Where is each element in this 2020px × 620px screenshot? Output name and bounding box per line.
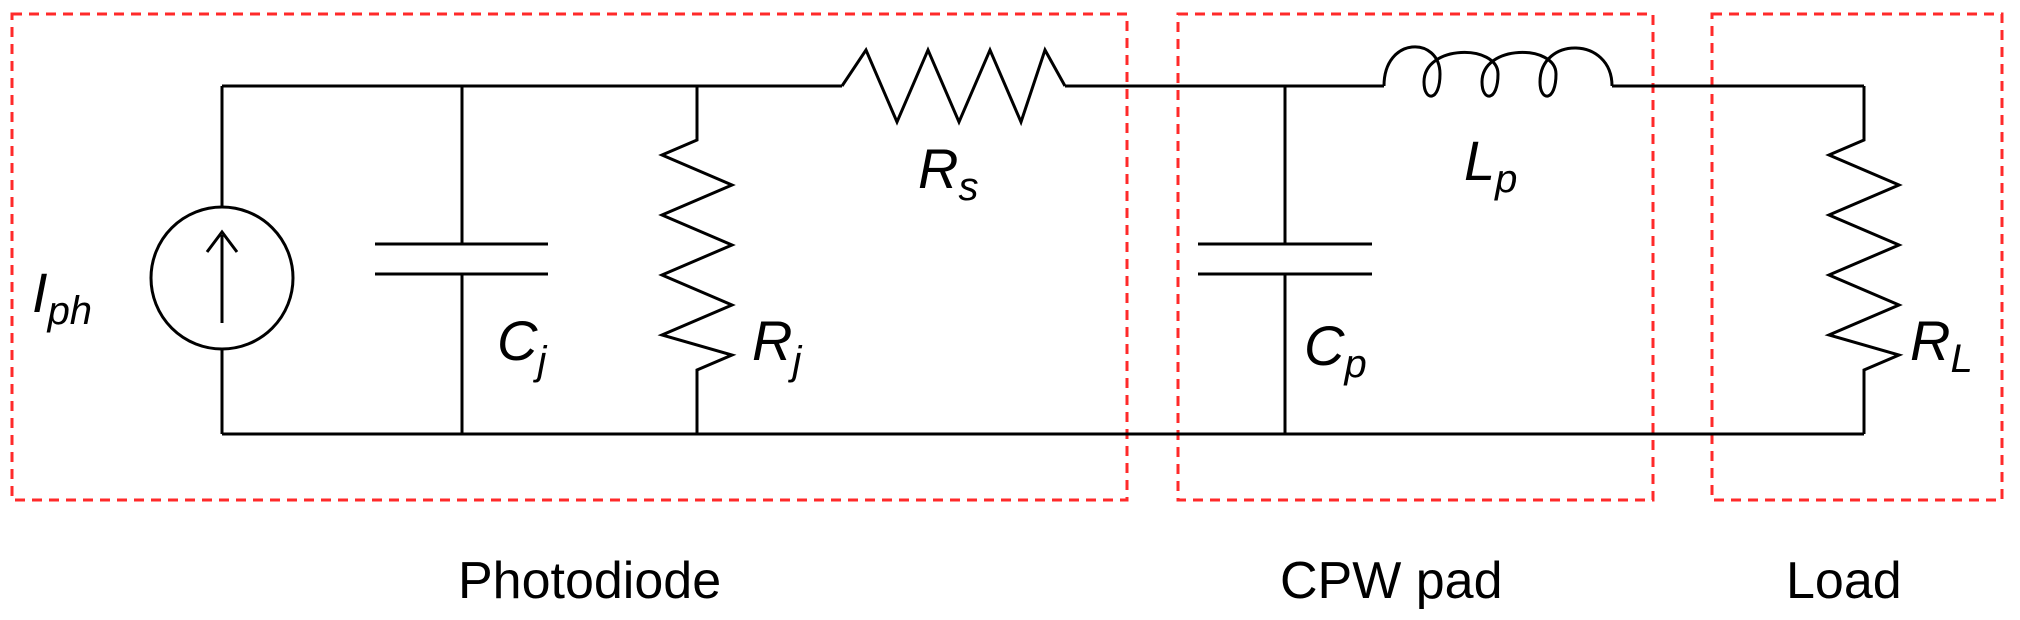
- junction-capacitor-label: Cj: [497, 309, 547, 383]
- series-resistor: [840, 46, 1067, 127]
- photodiode-region-label: Photodiode: [458, 552, 721, 610]
- load-resistor-label: RL: [1910, 309, 1973, 381]
- series-resistor-label: Rs: [918, 137, 978, 209]
- current-source: [149, 86, 295, 434]
- photodiode-region-box: [10, 12, 1129, 502]
- cpw-pad-region-label: CPW pad: [1280, 552, 1503, 610]
- pad-inductor: [1382, 45, 1614, 98]
- pad-capacitor-label: Cp: [1304, 314, 1367, 386]
- junction-resistor: [657, 86, 737, 434]
- load-region-label: Load: [1786, 552, 1902, 610]
- load-resistor: [1824, 86, 1904, 434]
- cpw-pad-region-box: [1176, 12, 1655, 502]
- load-region-box: [1710, 12, 2004, 502]
- junction-resistor-label: Rj: [752, 309, 802, 383]
- pad-capacitor: [1198, 86, 1372, 434]
- current-source-label: Iph: [32, 261, 92, 333]
- junction-capacitor: [375, 86, 548, 434]
- pad-inductor-label: Lp: [1464, 129, 1517, 201]
